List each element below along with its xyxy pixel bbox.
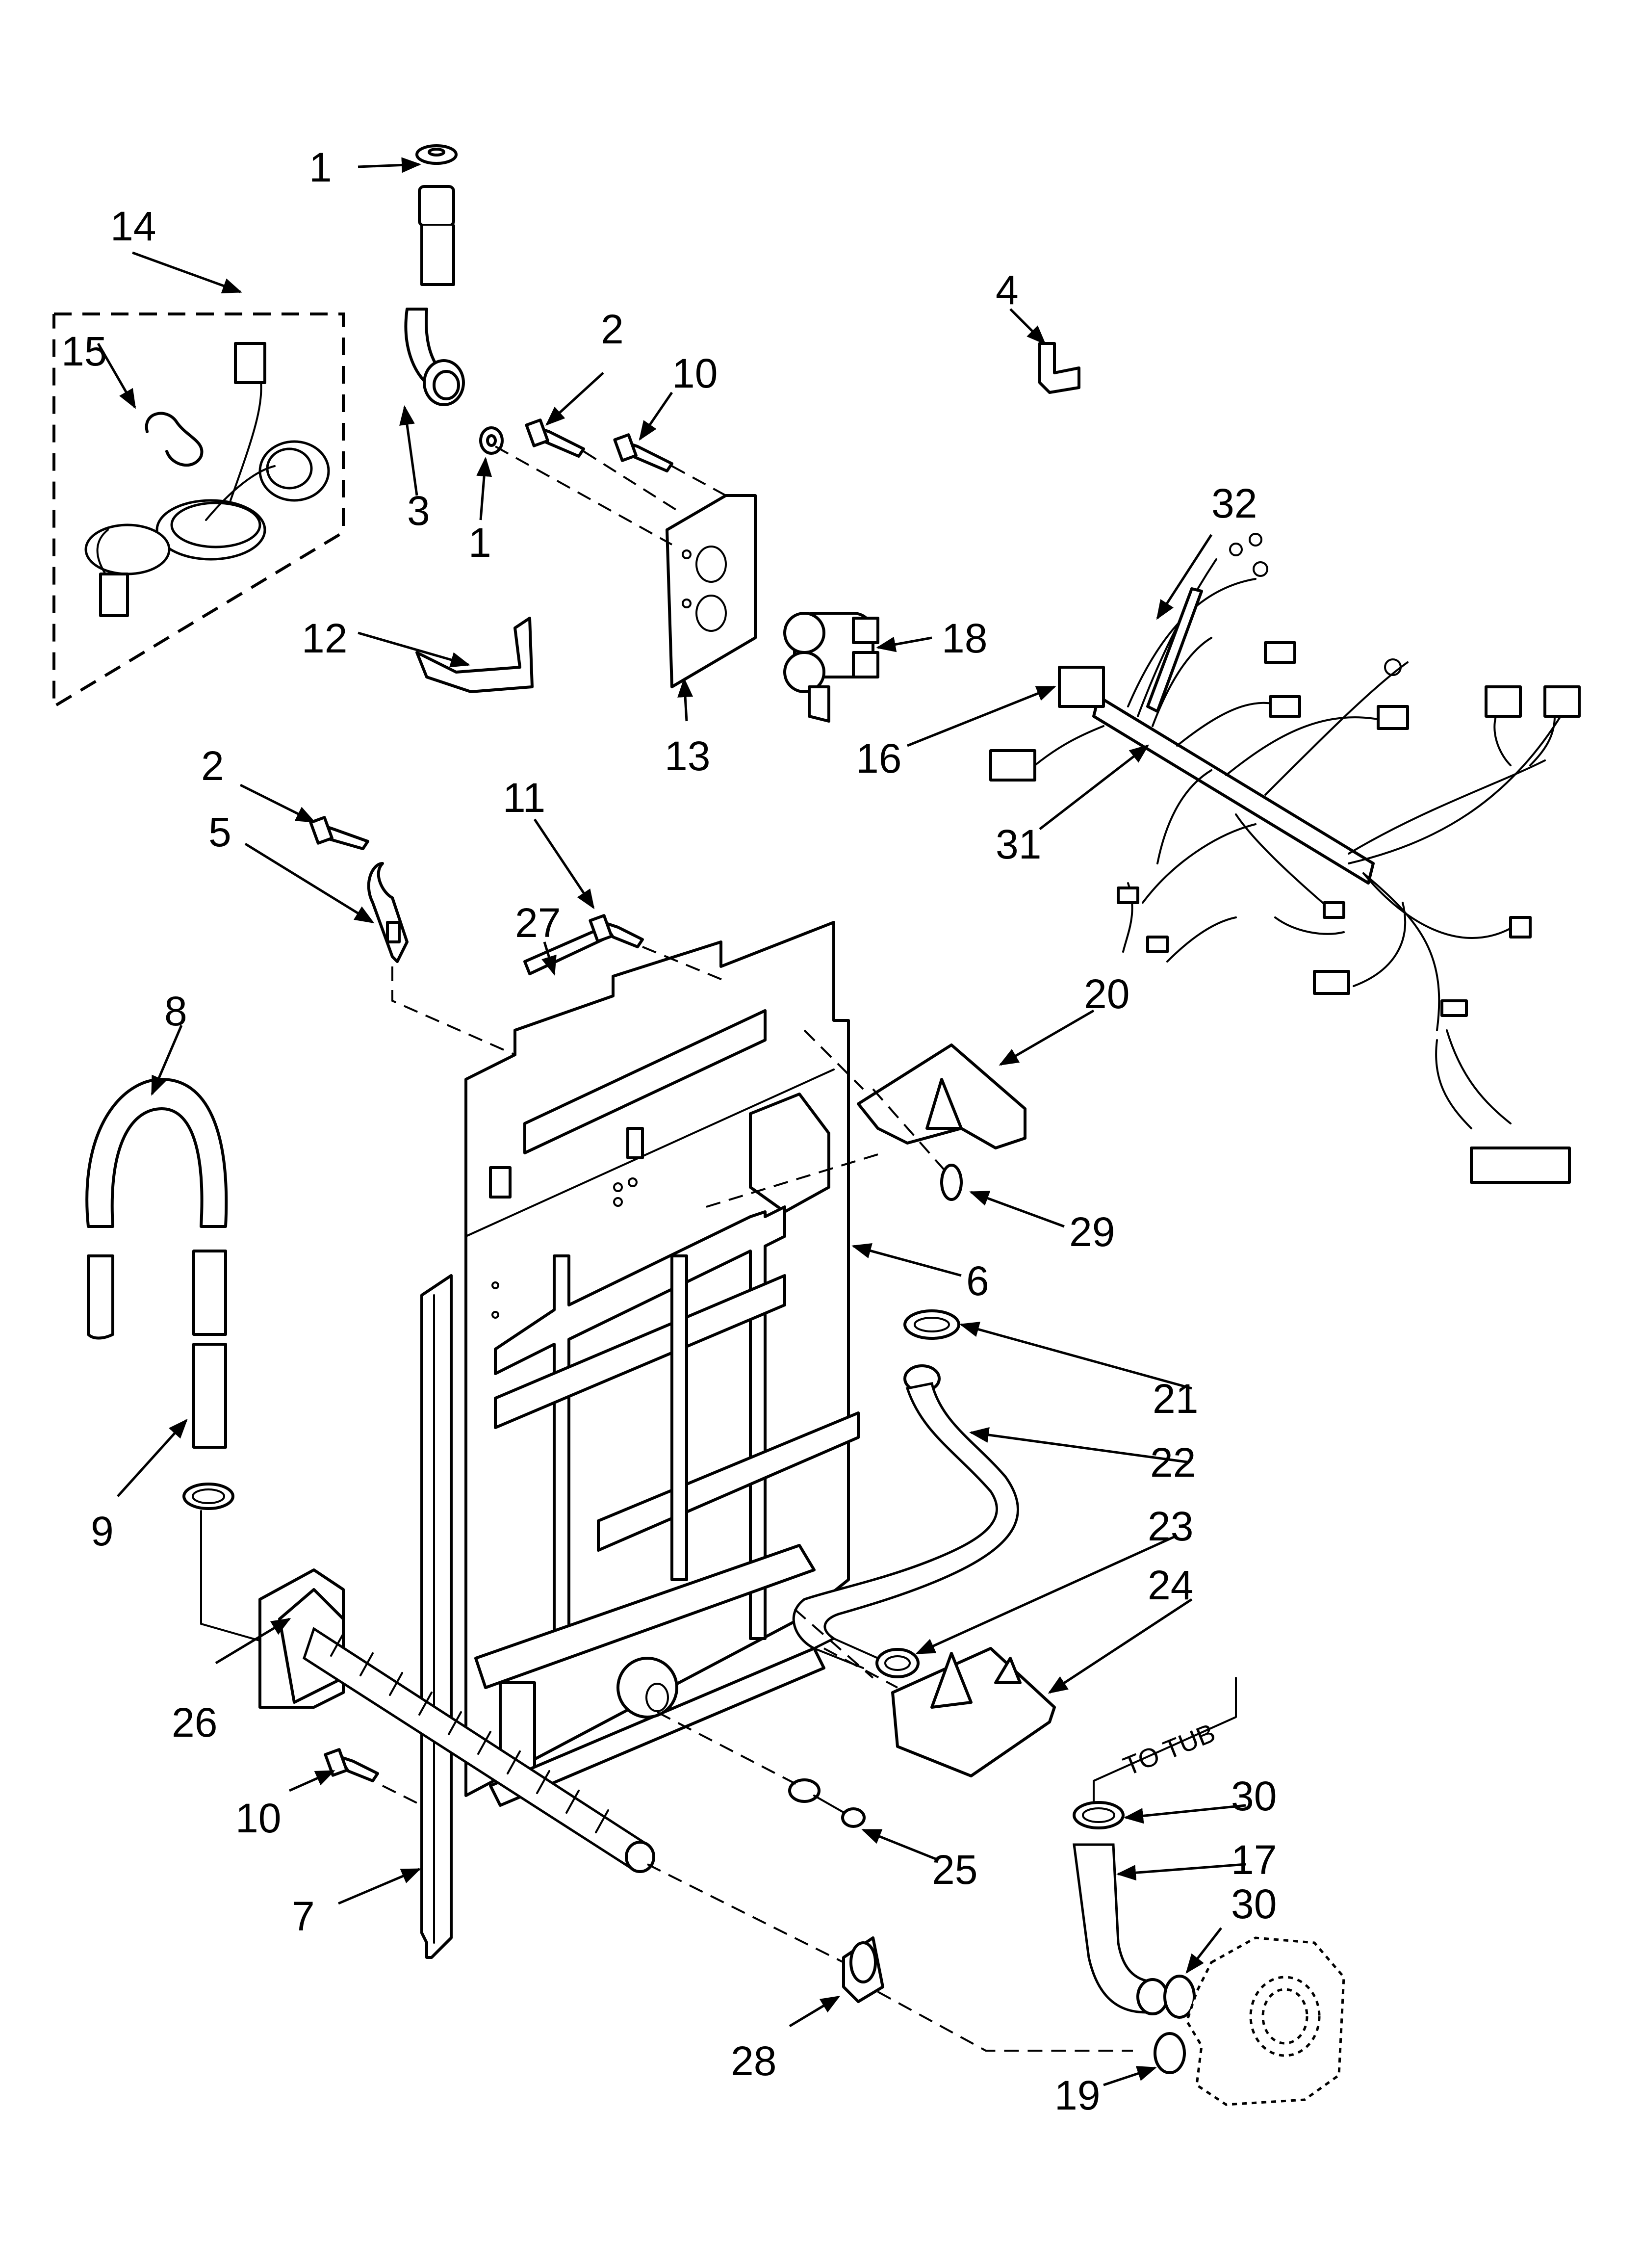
callout-22: 22 bbox=[1150, 1439, 1196, 1486]
callout-16: 16 bbox=[856, 735, 901, 782]
callout-11: 11 bbox=[503, 775, 545, 821]
clamp-9 bbox=[182, 1483, 234, 1510]
callout-19: 19 bbox=[1054, 2072, 1100, 2118]
rear-panel bbox=[464, 921, 860, 1807]
callout-numbers: 1 14 15 3 1 2 10 4 32 12 13 18 16 31 2 5… bbox=[61, 144, 1277, 2118]
bracket-5 bbox=[367, 862, 409, 963]
power-cord-kit-box bbox=[52, 313, 345, 709]
dome-knob bbox=[616, 1657, 678, 1719]
cord-clip bbox=[145, 412, 204, 467]
callout-4: 4 bbox=[996, 267, 1019, 313]
callout-32: 32 bbox=[1211, 480, 1257, 526]
inlet-hose bbox=[404, 185, 465, 406]
clip-28 bbox=[842, 1936, 884, 2003]
callout-24: 24 bbox=[1148, 1562, 1193, 1608]
clip-4 bbox=[1038, 342, 1080, 394]
callout-6: 6 bbox=[966, 1258, 989, 1304]
callout-23: 23 bbox=[1148, 1503, 1193, 1549]
callout-8: 8 bbox=[164, 988, 187, 1034]
screw-top-10 bbox=[613, 433, 673, 472]
water-valve bbox=[783, 612, 879, 723]
callout-12: 12 bbox=[302, 615, 347, 661]
clamp-19 bbox=[1154, 2032, 1186, 2074]
callout-30-bottom: 30 bbox=[1231, 1881, 1277, 1927]
washer-top bbox=[415, 144, 458, 165]
power-cord bbox=[84, 342, 330, 617]
pump-outline bbox=[1185, 1936, 1345, 2106]
callout-27: 27 bbox=[515, 900, 561, 946]
assembly-lines bbox=[382, 946, 1133, 2052]
corrugated-drain-tube bbox=[303, 1627, 655, 1873]
callout-17: 17 bbox=[1231, 1837, 1277, 1883]
to-tub-leader bbox=[1093, 1677, 1237, 1816]
clamp-30-top bbox=[1073, 1801, 1125, 1829]
callout-25: 25 bbox=[932, 1847, 977, 1893]
tub-hose-17 bbox=[1073, 1843, 1169, 2015]
clip-29 bbox=[940, 1164, 963, 1201]
wire-harness bbox=[989, 533, 1581, 1184]
callout-30-top: 30 bbox=[1231, 1773, 1277, 1819]
callout-10-top: 10 bbox=[672, 350, 718, 396]
callout-18: 18 bbox=[942, 615, 987, 661]
callout-14: 14 bbox=[110, 203, 156, 249]
screw-2-mid bbox=[309, 816, 369, 850]
callout-1-top: 1 bbox=[309, 144, 332, 190]
clamp-21 bbox=[903, 1309, 960, 1340]
valve-bracket bbox=[666, 494, 757, 688]
clamp-23 bbox=[875, 1648, 920, 1678]
leader-arrows bbox=[97, 157, 1246, 2086]
callout-5: 5 bbox=[208, 809, 231, 855]
callout-31: 31 bbox=[996, 821, 1041, 867]
callout-2-mid: 2 bbox=[201, 743, 224, 789]
callout-15: 15 bbox=[61, 328, 107, 374]
callout-28: 28 bbox=[731, 2038, 776, 2084]
screw-top-2 bbox=[525, 418, 585, 458]
pin-25 bbox=[788, 1778, 866, 1828]
pressure-switch-bracket-24 bbox=[891, 1647, 1056, 1777]
callout-21: 21 bbox=[1153, 1376, 1198, 1422]
callout-29: 29 bbox=[1069, 1209, 1115, 1255]
to-tub-note: TO TUB bbox=[1119, 1718, 1219, 1781]
assembly-lines-top bbox=[495, 445, 726, 546]
screw-11 bbox=[589, 914, 644, 948]
callout-13: 13 bbox=[665, 733, 710, 779]
clamp-30-bottom bbox=[1163, 1975, 1196, 2019]
hose-path-2 bbox=[200, 1623, 271, 1644]
callout-2-top: 2 bbox=[601, 306, 624, 352]
callout-3: 3 bbox=[407, 488, 430, 534]
callout-10-bottom: 10 bbox=[235, 1795, 281, 1841]
callout-7: 7 bbox=[292, 1893, 315, 1939]
rail-7 bbox=[420, 1274, 453, 1959]
callout-9: 9 bbox=[91, 1508, 114, 1554]
callout-20: 20 bbox=[1084, 971, 1129, 1017]
callout-1-bottom: 1 bbox=[468, 520, 491, 566]
callout-26: 26 bbox=[172, 1699, 217, 1746]
screw-10-lower bbox=[324, 1748, 379, 1782]
bracket-20 bbox=[857, 1043, 1026, 1149]
drain-hose-8 bbox=[85, 1078, 228, 1449]
hose-clip-12 bbox=[415, 617, 534, 693]
